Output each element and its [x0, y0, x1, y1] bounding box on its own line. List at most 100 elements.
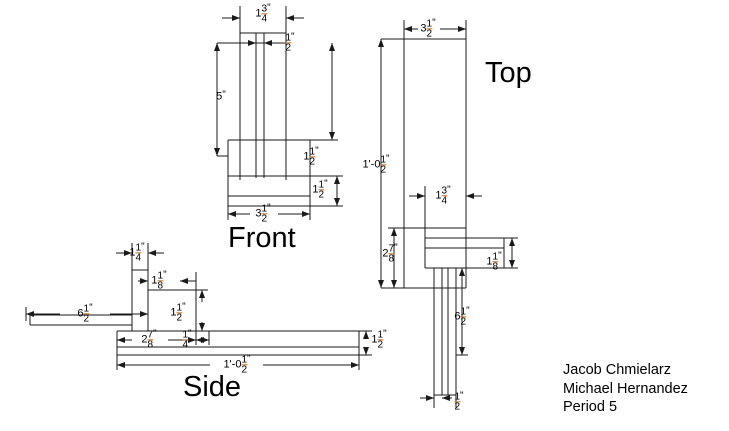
dimension-whole: 6: [454, 310, 461, 323]
inch-mark: ": [498, 250, 502, 262]
fraction-numerator: 1: [318, 179, 325, 191]
inch-mark: ": [394, 242, 398, 254]
fraction-numerator: 7: [147, 329, 154, 341]
inch-mark: ": [141, 241, 145, 253]
inch-mark: ": [324, 178, 328, 190]
signature-name-2: Michael Hernandez: [563, 380, 688, 397]
fraction-numerator: 1: [426, 18, 433, 30]
inch-mark: ": [267, 2, 271, 14]
fraction-numerator: 1: [377, 329, 384, 341]
fraction-numerator: 1: [83, 303, 90, 315]
dimension-whole: 6: [77, 307, 84, 320]
fraction-numerator: 1: [135, 242, 142, 254]
inch-mark: ": [182, 301, 186, 313]
fraction-numerator: 1: [460, 306, 467, 318]
dimension-whole: 1: [486, 255, 493, 268]
fraction-denominator: 2: [318, 189, 325, 201]
fraction-numerator: 1: [176, 302, 183, 314]
dimension-whole: 2: [141, 333, 148, 346]
inch-mark: ": [163, 269, 167, 281]
top-view-dimension-lines: [378, 20, 518, 408]
inch-mark: ": [222, 89, 226, 101]
fraction-denominator: 2: [380, 164, 386, 176]
fraction-numerator: 3: [441, 185, 448, 197]
fraction-denominator: 2: [309, 156, 316, 168]
dimension-whole: 1: [371, 333, 378, 346]
side-view-geometry: [29, 269, 360, 356]
inch-mark: ": [153, 328, 157, 340]
fraction-denominator: 2: [241, 364, 247, 376]
fraction-numerator: 1: [241, 354, 247, 366]
inch-mark: ": [460, 390, 464, 402]
inch-mark: ": [89, 302, 93, 314]
front-view-geometry: [227, 32, 311, 207]
fraction-numerator: 7: [388, 243, 395, 255]
inch-mark: ": [188, 328, 192, 340]
inch-mark: ": [386, 153, 390, 165]
fraction-denominator: 2: [460, 316, 467, 328]
inch-mark: ": [432, 17, 436, 29]
fraction-denominator: 2: [176, 312, 183, 324]
fraction-numerator: 1: [492, 251, 499, 263]
dimension-whole: 1'-0: [223, 358, 242, 371]
signature-name-1: Jacob Chmielarz: [563, 362, 671, 378]
inch-mark: ": [247, 353, 251, 365]
inch-mark: ": [466, 305, 470, 317]
fraction-denominator: 4: [182, 339, 188, 351]
side-view-label: Side: [183, 371, 242, 403]
dimension-whole: 1: [312, 183, 319, 196]
fraction-numerator: 1: [309, 146, 316, 158]
front-view-label: Front: [228, 222, 296, 254]
front-view-dimension-lines: [214, 6, 343, 220]
inch-mark: ": [267, 202, 271, 214]
dimension-whole: 1: [170, 306, 177, 319]
fraction-denominator: 2: [426, 28, 433, 40]
fraction-numerator: 1: [261, 203, 268, 215]
dimension-whole: 3: [420, 22, 427, 35]
dimension-whole: 1: [129, 246, 136, 259]
fraction-denominator: 2: [285, 42, 291, 54]
signature-block: Jacob Chmielarz Michael Hernandez Period…: [563, 361, 688, 417]
signature-period: Period 5: [563, 399, 618, 416]
dimension-front-post-height: 5": [216, 89, 226, 103]
fraction-denominator: 4: [441, 195, 448, 207]
dimension-whole: 1: [151, 274, 158, 287]
fraction-denominator: 8: [492, 261, 499, 273]
dimension-whole: 1'-0: [362, 158, 381, 171]
fraction-denominator: 8: [157, 280, 164, 292]
top-view-label: Top: [485, 57, 532, 89]
fraction-numerator: 1: [380, 154, 386, 166]
fraction-numerator: 1: [285, 32, 291, 44]
